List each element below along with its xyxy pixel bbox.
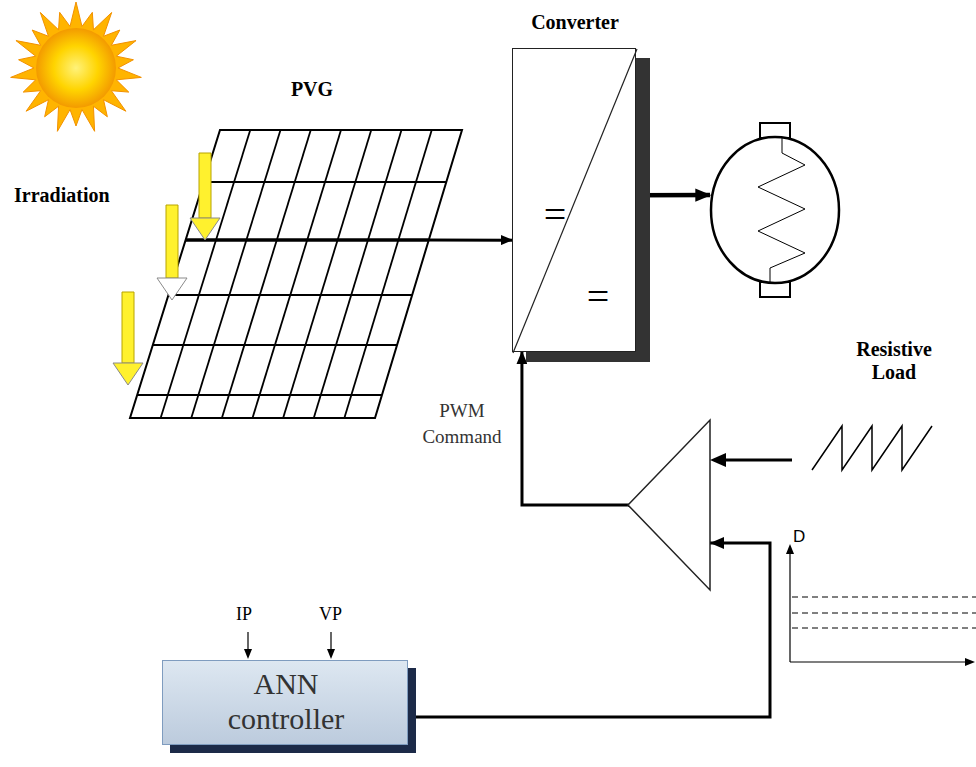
irradiation-arrow-head xyxy=(157,278,187,300)
converter-box-outline xyxy=(513,49,637,353)
duty-level xyxy=(792,597,976,598)
sun-rays xyxy=(11,2,142,131)
signal-name: VP xyxy=(319,604,347,625)
resistive-load: Resistive Load xyxy=(710,123,840,297)
terminal xyxy=(760,123,790,138)
node-text: = xyxy=(531,195,579,235)
irradiation-arrow-head xyxy=(190,218,220,240)
connector xyxy=(636,193,710,198)
panel-grid xyxy=(344,130,431,418)
axis-label: D xyxy=(793,527,813,547)
load-body xyxy=(711,137,839,283)
irradiation-arrow xyxy=(199,153,211,218)
plot-axis xyxy=(790,661,966,662)
plot-axis xyxy=(789,552,790,662)
arrow-head xyxy=(244,649,252,659)
pv-panel xyxy=(130,130,462,418)
arrow-head xyxy=(786,544,794,554)
node-title: Converter xyxy=(503,11,647,34)
arrow-head xyxy=(327,649,335,659)
duty-level xyxy=(792,628,976,629)
resistive-load-outline xyxy=(710,123,840,297)
connector xyxy=(408,352,770,717)
input-wire xyxy=(247,632,248,650)
node-title: ANN controller xyxy=(201,667,371,736)
irradiation-arrow-head xyxy=(113,363,143,385)
irradiation-label: Irradiation xyxy=(14,184,154,207)
signal-name: IP xyxy=(236,604,264,625)
node-title: PVG xyxy=(280,78,344,101)
pv-generator-outline xyxy=(130,130,462,418)
comparator-symbol xyxy=(628,420,710,590)
sawtooth-signal xyxy=(812,426,932,470)
arrow-head xyxy=(710,537,724,549)
pv-generator: PVG xyxy=(130,130,462,418)
signal-wire xyxy=(724,459,792,462)
sun-disk xyxy=(36,28,116,108)
converter-diagonal xyxy=(513,49,637,353)
resistor-symbol xyxy=(758,138,805,282)
duty-level xyxy=(792,613,976,614)
arrow-head xyxy=(710,453,726,467)
controller-box: ANN controller xyxy=(162,660,408,745)
node-title: Resistive Load xyxy=(838,338,950,384)
irradiation-arrow xyxy=(166,205,178,278)
converter-box: Converter== xyxy=(512,48,636,352)
edge-label: PWM Command xyxy=(408,398,516,449)
input-wire xyxy=(330,632,331,650)
sun-icon xyxy=(11,2,142,131)
irradiation-arrow xyxy=(122,292,134,363)
connector xyxy=(428,239,512,242)
arrow-head xyxy=(965,658,975,666)
node-text: = xyxy=(574,277,622,317)
